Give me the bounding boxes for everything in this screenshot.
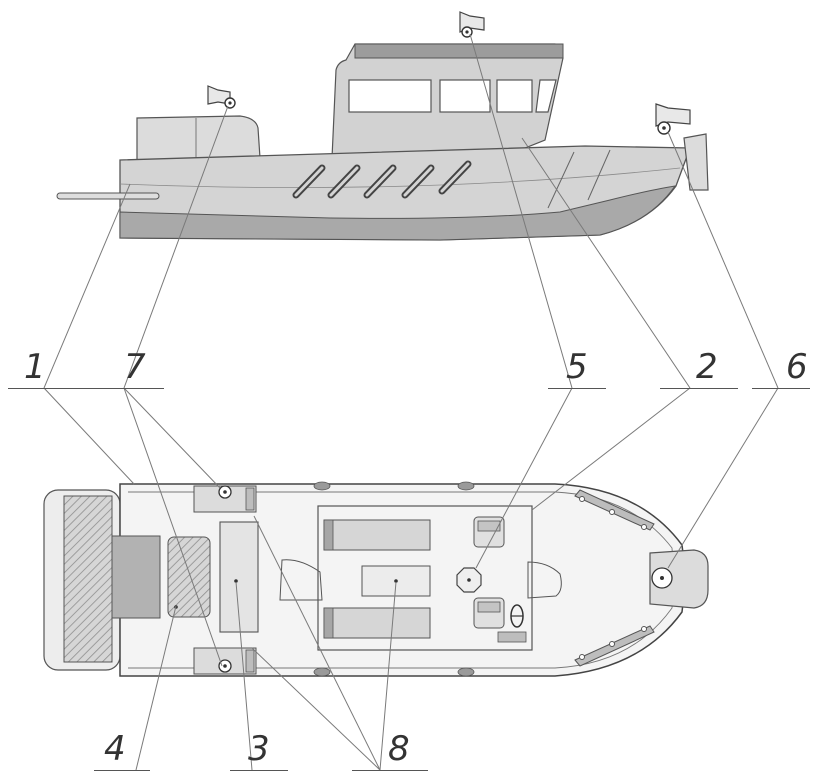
searchlight-icon <box>459 11 485 38</box>
stern-box <box>136 115 261 161</box>
fuel-tank <box>167 536 211 618</box>
searchlight-icon <box>655 103 691 135</box>
boat-top-view <box>43 481 709 677</box>
callout-underline <box>548 388 606 389</box>
bench <box>323 607 431 639</box>
steering-wheel-icon <box>497 604 527 643</box>
callout-8: 8 <box>388 729 410 769</box>
callout-3: 3 <box>248 729 270 769</box>
callout-underline <box>660 388 738 389</box>
bench <box>323 519 431 551</box>
aft-compartment <box>111 535 161 619</box>
callout-underline <box>94 770 150 771</box>
callout-6: 6 <box>786 347 808 387</box>
callout-7: 7 <box>124 347 146 387</box>
callout-5: 5 <box>566 347 588 387</box>
bow-light-plan <box>649 549 709 609</box>
callout-underline <box>752 388 810 389</box>
callout-underline <box>108 388 164 389</box>
searchlight-icon <box>207 85 236 109</box>
hull-bottom-band <box>119 185 677 241</box>
seat-icon <box>473 597 505 629</box>
callout-4: 4 <box>104 729 126 769</box>
seat-icon <box>473 516 505 548</box>
callout-1: 1 <box>24 347 46 387</box>
hatched-engine-area <box>63 495 113 663</box>
callout-underline <box>230 770 288 771</box>
boat-side-view <box>56 11 709 241</box>
leader-lines <box>43 33 779 771</box>
rail <box>574 489 655 667</box>
callout-2: 2 <box>696 347 718 387</box>
cabin-window <box>439 79 491 113</box>
stern-pole <box>56 192 160 200</box>
cabin-window <box>348 79 432 113</box>
cabin-plan <box>317 505 533 651</box>
callout-underline <box>8 388 120 389</box>
cabin-window <box>535 79 557 113</box>
cabin-window <box>496 79 533 113</box>
side-light-starboard <box>193 647 257 675</box>
callout-underline <box>352 770 428 771</box>
table <box>361 565 431 597</box>
bow-fitting <box>683 133 709 191</box>
side-light-port <box>193 485 257 513</box>
